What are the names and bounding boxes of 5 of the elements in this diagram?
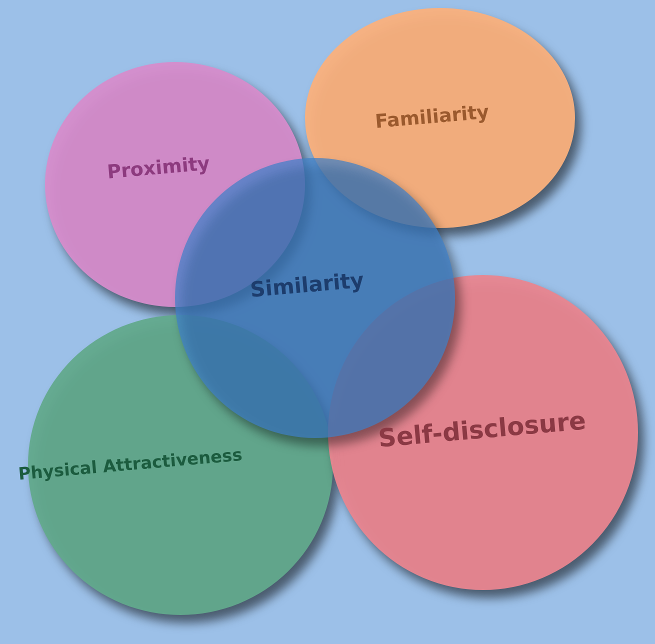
circle-label: Physical Attractiveness [18,445,244,485]
circle-label: Familiarity [374,101,490,133]
circle-label: Self-disclosure [377,406,588,454]
circle-label: Proximity [106,152,211,184]
circle-label: Similarity [249,268,365,302]
